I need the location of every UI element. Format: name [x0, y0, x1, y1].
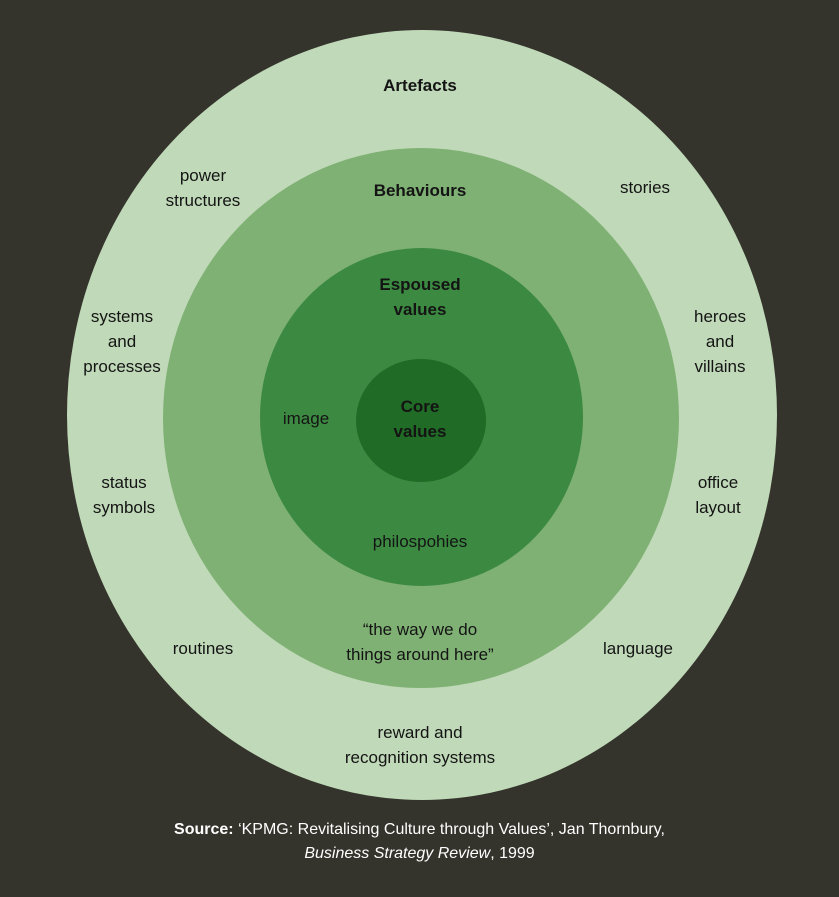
- caption-journal: Business Strategy Review: [304, 845, 491, 862]
- espoused-title-line1: Espoused: [379, 275, 461, 294]
- caption-title: ‘KPMG: Revitalising Culture through Valu…: [233, 821, 665, 838]
- label-stories: stories: [619, 178, 671, 197]
- office-line2: layout: [695, 498, 741, 517]
- label-office-layout: office layout: [658, 470, 778, 520]
- power-line2: structures: [165, 191, 241, 210]
- espoused-title-line2: values: [393, 300, 447, 319]
- caption-line1: Source: ‘KPMG: Revitalising Culture thro…: [0, 818, 839, 842]
- label-status-symbols: status symbols: [64, 470, 184, 520]
- systems-line2: and: [107, 332, 137, 351]
- label-reward-and-recognition: reward and recognition systems: [300, 720, 540, 770]
- source-caption: Source: ‘KPMG: Revitalising Culture thro…: [0, 818, 839, 866]
- power-line1: power: [179, 166, 227, 185]
- status-line2: symbols: [92, 498, 156, 517]
- reward-line2: recognition systems: [344, 748, 496, 767]
- caption-year: , 1999: [490, 845, 535, 862]
- core-title-line2: values: [393, 422, 447, 441]
- label-heroes-and-villains: heroes and villains: [660, 304, 780, 379]
- artefacts-title: Artefacts: [383, 76, 457, 95]
- behaviours-title: Behaviours: [373, 181, 467, 200]
- way-line2: things around here”: [346, 645, 494, 664]
- caption-source-label: Source:: [174, 821, 234, 838]
- office-line1: office: [697, 473, 739, 492]
- reward-line1: reward and: [377, 723, 463, 742]
- systems-line1: systems: [90, 307, 154, 326]
- label-the-way-we-do-things: “the way we do things around here”: [300, 617, 540, 667]
- systems-line3: processes: [83, 357, 161, 376]
- status-line1: status: [101, 473, 147, 492]
- heroes-line1: heroes: [694, 307, 746, 326]
- core-title-line1: Core: [400, 397, 440, 416]
- core-values-title: Core values: [350, 394, 490, 444]
- core-values-ring: [356, 359, 486, 482]
- label-routines: routines: [172, 639, 234, 658]
- label-image: image: [282, 409, 330, 428]
- label-philosophies: philospohies: [372, 532, 468, 551]
- heroes-line3: villains: [694, 357, 746, 376]
- caption-line2: Business Strategy Review, 1999: [0, 842, 839, 866]
- heroes-line2: and: [705, 332, 735, 351]
- label-power-structures: power structures: [143, 163, 263, 213]
- espoused-values-title: Espoused values: [320, 272, 520, 322]
- label-systems-and-processes: systems and processes: [62, 304, 182, 379]
- label-language: language: [603, 639, 673, 658]
- way-line1: “the way we do: [362, 620, 478, 639]
